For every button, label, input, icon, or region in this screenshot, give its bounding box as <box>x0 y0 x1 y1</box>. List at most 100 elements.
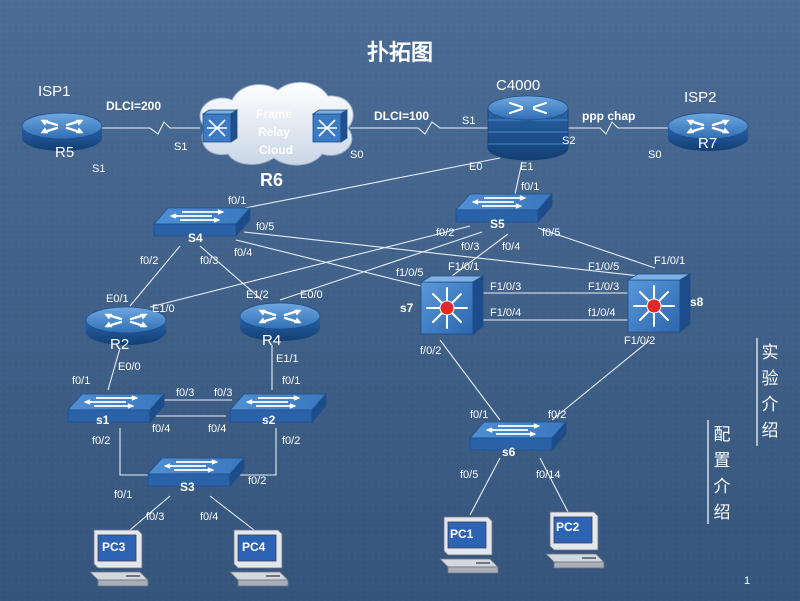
switch-s2-label: s2 <box>262 413 276 427</box>
port-label: S0 <box>350 149 363 161</box>
page-title: 扑拓图 <box>367 40 433 66</box>
port-label: F1/0/3 <box>588 281 619 293</box>
switch-s6[interactable] <box>469 421 567 451</box>
link-s3-pc4 <box>209 495 255 531</box>
link-s8-s6 <box>551 339 651 421</box>
switch-s3[interactable] <box>147 457 245 487</box>
port-label: f0/4 <box>152 423 170 435</box>
nav-experiment-intro-c3: 介 <box>762 395 779 415</box>
port-label: f0/1 <box>72 375 90 387</box>
link-c4000-s5 <box>514 161 523 195</box>
page-number: 1 <box>744 575 750 587</box>
router-r4-label: R4 <box>262 332 281 349</box>
port-label: f0/3 <box>214 387 232 399</box>
port-label: f0/2 <box>248 475 266 487</box>
link-s5-s7 <box>451 233 509 277</box>
port-label: f0/2 <box>436 227 454 239</box>
link-r2-s1 <box>107 347 121 391</box>
port-label: S1 <box>462 115 475 127</box>
port-label: E1/0 <box>152 303 175 315</box>
isp1-label: ISP1 <box>38 83 71 100</box>
frame-relay-switch-left <box>202 109 238 143</box>
port-label: f0/1 <box>521 181 539 193</box>
port-label: f0/3 <box>200 255 218 267</box>
port-labels: S1 S1 S0 S1 S2 E0 E1 S0 f0/1 f0/5 f0/4 f… <box>72 115 685 523</box>
link-c4000-s4 <box>244 157 501 209</box>
port-label: E0/0 <box>300 289 323 301</box>
link-s7-s6 <box>439 339 501 421</box>
port-label: f0/3 <box>176 387 194 399</box>
l3-switch-s7[interactable] <box>420 275 484 335</box>
switch-s2[interactable] <box>229 393 327 423</box>
port-label: f0/1 <box>228 195 246 207</box>
port-label: F1/0/4 <box>490 307 521 319</box>
frame-relay-switch-right <box>312 109 348 143</box>
link-s6-pc2 <box>539 457 569 513</box>
nav-experiment-intro[interactable]: 实 验 介 绍 <box>756 338 779 446</box>
pc3[interactable] <box>89 529 149 587</box>
port-label: f0/2 <box>548 409 566 421</box>
port-label: f1/0/4 <box>588 307 616 319</box>
switch-s4-label: S4 <box>188 231 203 245</box>
l3-switch-s7-label: s7 <box>400 301 414 315</box>
port-label: S1 <box>174 141 187 153</box>
port-label: F1/0/3 <box>490 281 521 293</box>
dlci200-label: DLCI=200 <box>106 99 161 113</box>
port-label: f0/2 <box>92 435 110 447</box>
port-label: f0/1 <box>470 409 488 421</box>
link-s2-s3 <box>236 428 277 476</box>
port-label: f0/5 <box>542 227 560 239</box>
pc1-label: PC1 <box>450 527 474 541</box>
router-c4000[interactable] <box>487 95 569 161</box>
cloud-text-line3: Cloud <box>259 143 293 157</box>
switch-s6-label: s6 <box>502 445 516 459</box>
port-label: f0/5 <box>256 221 274 233</box>
port-label: f/0/2 <box>420 345 441 357</box>
link-s4-s7 <box>235 239 426 288</box>
port-label: E0/1 <box>106 293 129 305</box>
port-label: f0/14 <box>536 469 560 481</box>
l3-switch-s8[interactable] <box>627 273 691 333</box>
switch-s1[interactable] <box>67 393 165 423</box>
port-label: E1/1 <box>276 353 299 365</box>
port-label: f0/1 <box>282 375 300 387</box>
port-label: f0/2 <box>282 435 300 447</box>
link-s3-pc3 <box>129 495 171 531</box>
dlci100-label: DLCI=100 <box>374 109 429 123</box>
port-label: F1/0/1 <box>654 255 685 267</box>
switch-s5-label: S5 <box>490 217 505 231</box>
port-label: f0/3 <box>461 241 479 253</box>
link-s5-r2 <box>149 225 471 308</box>
port-label: S1 <box>92 163 105 175</box>
frame-relay-cloud[interactable] <box>199 81 354 166</box>
pc4[interactable] <box>229 529 289 587</box>
links <box>100 121 670 531</box>
port-label: F1/0/5 <box>588 261 619 273</box>
cloud-text-line1: Frame <box>256 107 292 121</box>
l3-switch-s8-label: s8 <box>690 295 704 309</box>
link-s5-r4 <box>279 231 483 301</box>
serial-link-r5-r6 <box>100 121 200 135</box>
switch-s1-label: s1 <box>96 413 110 427</box>
isp2-label: ISP2 <box>684 89 717 106</box>
port-label: f0/2 <box>140 255 158 267</box>
cloud-text-line2: Relay <box>258 125 290 139</box>
port-label: E1/2 <box>246 289 269 301</box>
nav-config-intro-c1: 配 <box>714 425 731 445</box>
port-label: f0/4 <box>208 423 226 435</box>
router-r7-label: R7 <box>698 135 717 152</box>
port-label: f0/4 <box>234 247 252 259</box>
port-label: F1/0/2 <box>624 335 655 347</box>
port-label: f0/5 <box>460 469 478 481</box>
nav-config-intro[interactable]: 配 置 介 绍 <box>707 420 731 524</box>
port-label: E0/0 <box>118 361 141 373</box>
ppp-chap-label: ppp chap <box>582 109 635 123</box>
link-s4-s8 <box>243 231 641 277</box>
port-label: S2 <box>562 135 575 147</box>
switch-s3-label: S3 <box>180 480 195 494</box>
nav-config-intro-c3: 介 <box>714 477 731 497</box>
pc1[interactable] <box>439 516 499 574</box>
router-r6-label: R6 <box>260 170 283 190</box>
serial-link-r6-c4000 <box>350 121 488 135</box>
